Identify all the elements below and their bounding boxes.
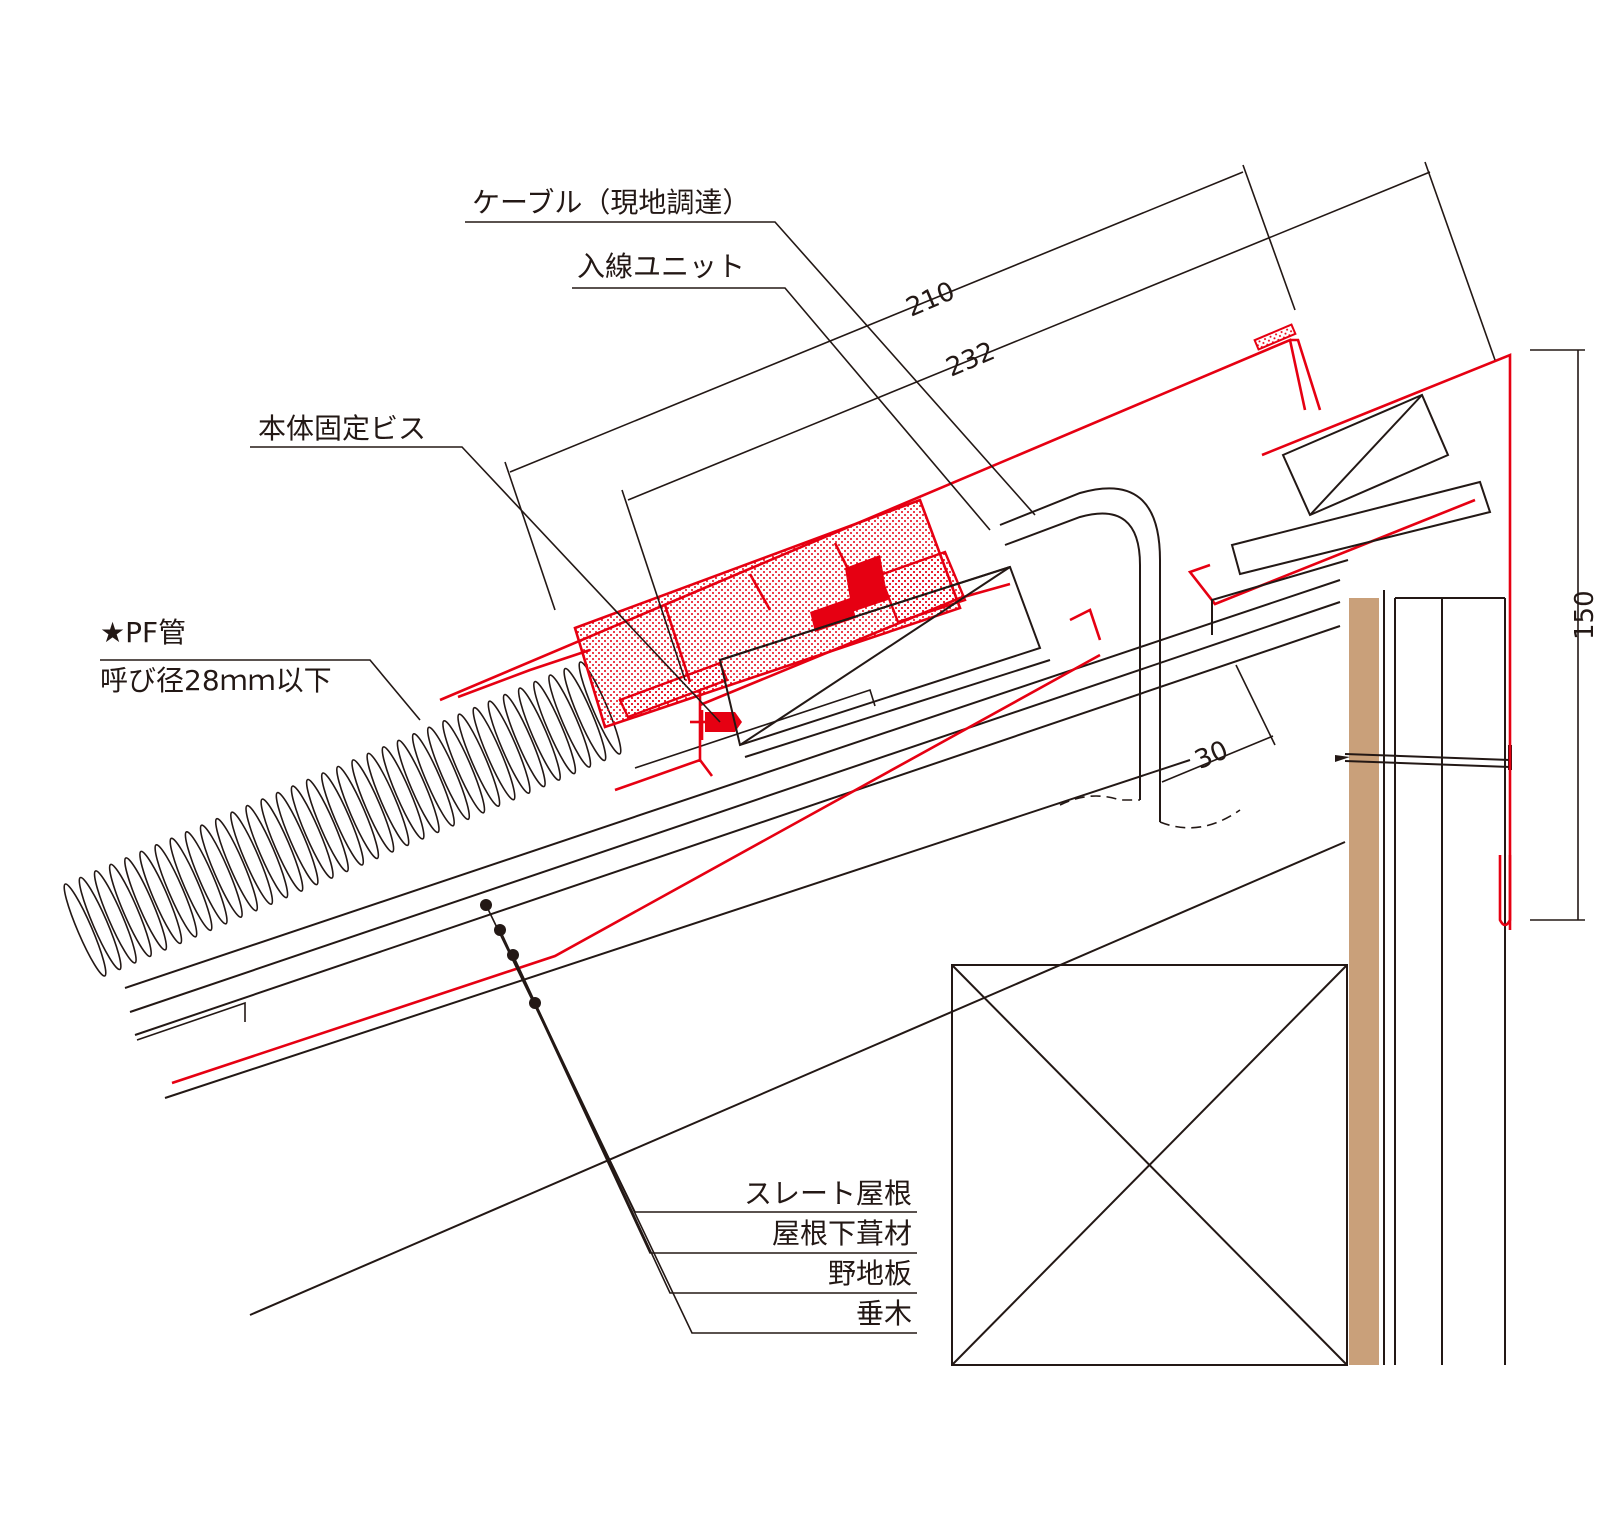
pf-pipe-ridge	[275, 791, 319, 886]
pf-pipe-ridge	[245, 804, 289, 899]
pf-pipe-ridge	[351, 759, 395, 853]
label-cable: ケーブル（現地調達）	[472, 186, 750, 219]
pf-pipe-ridge	[184, 830, 228, 925]
pf-pipe-ridge	[517, 687, 561, 781]
pf-pipe-ridge	[548, 674, 592, 768]
pf-pipe-ridge	[502, 693, 546, 788]
pf-pipe-ridge	[108, 863, 152, 958]
pf-pipe-ridge	[396, 739, 440, 834]
ridge-box	[1211, 393, 1492, 635]
pf-pipe-ridge	[139, 850, 183, 945]
label-slate-roof: スレート屋根	[744, 1177, 912, 1210]
dimension-30: 30	[1191, 735, 1233, 776]
pf-pipe-ridge	[487, 700, 531, 795]
pf-pipe-ridge	[124, 857, 168, 951]
pf-pipe-ridge	[260, 798, 304, 892]
rafter-beam	[951, 964, 1348, 1366]
pf-pipe-ridge	[154, 843, 198, 938]
pf-pipe-ridge	[366, 752, 410, 847]
label-body-screw: 本体固定ビス	[258, 412, 426, 445]
pf-pipe-ridge	[320, 772, 365, 866]
pf-pipe-ridge	[411, 732, 455, 827]
pf-pipe-ridge	[214, 817, 259, 912]
dimension-232: 232	[942, 336, 999, 383]
label-pf-pipe-spec: 呼び径28ｍｍ以下	[100, 664, 332, 697]
pf-pipe-ridge	[230, 811, 274, 906]
pf-pipe-ridge	[457, 713, 501, 808]
pf-pipe-ridge	[78, 876, 122, 971]
label-sheathing: 野地板	[828, 1257, 912, 1290]
wood-post	[1349, 598, 1379, 1365]
pf-pipe-ridge	[305, 778, 349, 873]
pf-pipe-ridge	[336, 765, 380, 860]
flashing	[439, 323, 1512, 930]
pf-pipe-ridge	[199, 824, 243, 919]
pf-pipe-ridge	[563, 667, 607, 762]
pf-pipe-ridge	[472, 706, 516, 801]
pf-pipe-ridge	[63, 883, 107, 977]
pf-pipe-ridge	[169, 837, 213, 932]
pf-pipe-ridge	[290, 785, 334, 879]
roof-box	[718, 565, 1051, 758]
pf-pipe-ridge	[442, 719, 486, 814]
pf-pipe-ridge	[93, 870, 137, 964]
dimension-150: 150	[1570, 590, 1600, 640]
pf-pipe-ridge	[381, 746, 425, 840]
dimension-210: 210	[902, 276, 959, 323]
cable	[999, 487, 1241, 829]
label-rafter: 垂木	[856, 1297, 912, 1330]
label-underlay: 屋根下葺材	[772, 1217, 912, 1250]
leader-lines	[100, 221, 1036, 1334]
pf-pipe	[63, 661, 622, 977]
label-pf-pipe: ★PF管	[100, 616, 186, 649]
pf-pipe-ridge	[533, 680, 577, 775]
dimension-lines	[504, 161, 1585, 921]
underlay-line	[171, 653, 1101, 1085]
wall-section	[1335, 590, 1512, 1365]
label-entry-unit: 入線ユニット	[577, 250, 745, 283]
pf-pipe-ridge	[426, 726, 471, 821]
roof-layers	[124, 579, 1346, 1316]
